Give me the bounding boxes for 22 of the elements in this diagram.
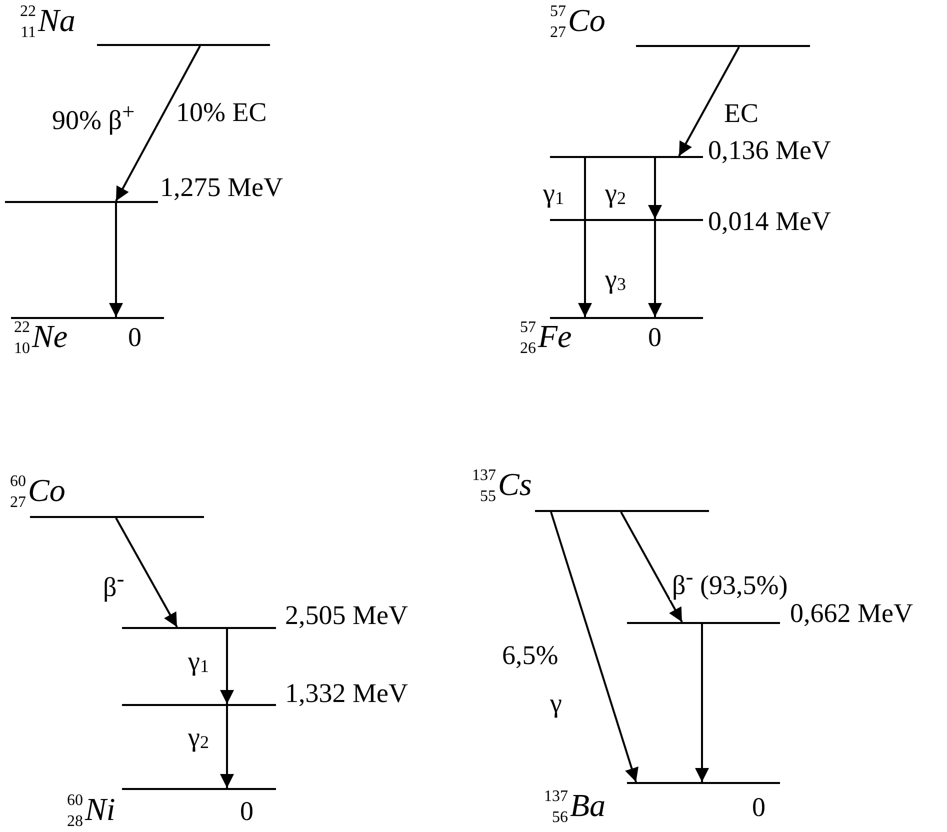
decay-arrow (550, 512, 638, 782)
energy-value: 0 (240, 796, 254, 826)
decay-arrow (648, 158, 662, 219)
decay-arrow (695, 624, 709, 782)
decay-arrow (115, 46, 201, 202)
decay-arrow (648, 221, 662, 317)
energy-value: 0 (752, 792, 766, 822)
energy-value: 0,662 MeV (790, 598, 913, 628)
decay-arrow (220, 706, 234, 788)
decay-arrow (115, 518, 178, 628)
decay-arrow (678, 46, 740, 156)
energy-value: 0,136 MeV (708, 135, 831, 165)
energy-value: 0,014 MeV (708, 206, 831, 236)
energy-value: 1,275 MeV (160, 172, 283, 202)
energy-value: 0 (128, 322, 142, 352)
energy-value: 1,332 MeV (285, 678, 408, 708)
decay-arrow (620, 512, 683, 622)
decay-arrow (220, 629, 234, 704)
decay-arrow (578, 158, 592, 317)
energy-value: 0 (648, 322, 662, 352)
decay-arrow (109, 203, 123, 317)
energy-value: 2,505 MeV (285, 600, 408, 630)
